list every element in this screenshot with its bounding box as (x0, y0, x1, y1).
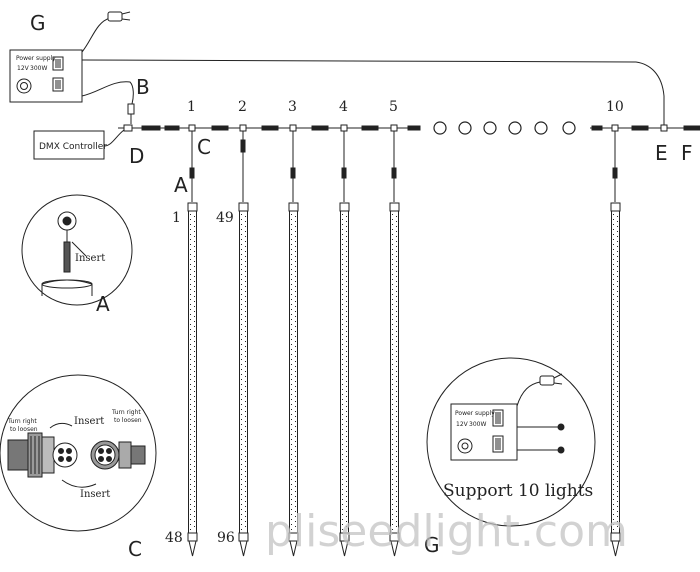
detail-a (21, 194, 133, 306)
detail-c-insert-top: Insert (74, 416, 104, 427)
continuation-dots (433, 121, 576, 135)
power-wire-to-e (81, 59, 665, 128)
detail-g-voltage: 12V (456, 421, 469, 428)
connector-b (127, 103, 135, 115)
label-g-top: G (30, 11, 46, 35)
label-g-detail: G (424, 533, 440, 557)
detail-g (426, 357, 596, 527)
power-supply-voltage: 12V (17, 65, 30, 72)
tube-number-4: 4 (339, 99, 348, 115)
label-f: F (681, 141, 693, 165)
led-tube-5 (389, 202, 400, 557)
power-supply-wattage: 300W (30, 65, 47, 72)
detail-c-turn-right-2: to loosen (114, 417, 142, 424)
detail-g-caption: Support 10 lights (443, 481, 593, 501)
led-tube-4 (339, 202, 350, 557)
power-cord-top (81, 17, 111, 53)
power-supply-title: Power supply (16, 55, 56, 62)
tube-number-10: 10 (606, 99, 624, 115)
power-wire-to-b (81, 81, 134, 105)
power-plug-top (107, 11, 131, 22)
main-bus (118, 124, 700, 132)
tube-number-2: 2 (238, 99, 247, 115)
label-c-top: C (197, 135, 211, 159)
detail-c-turn-left-2: to loosen (10, 426, 38, 433)
led-index-tube1-bottom: 48 (165, 530, 183, 546)
tube-number-3: 3 (288, 99, 297, 115)
label-d: D (129, 144, 144, 168)
power-supply-top: Power supply 12V 300W (9, 49, 83, 103)
label-b: B (136, 75, 150, 99)
led-index-tube1-top: 1 (172, 210, 181, 226)
label-a-top: A (174, 173, 188, 197)
detail-c (0, 374, 157, 532)
detail-a-insert-label: Insert (75, 253, 105, 264)
tube-number-5: 5 (389, 99, 398, 115)
detail-g-wattage: 300W (469, 421, 486, 428)
detail-c-turn-right-1: Turn right (111, 409, 141, 416)
watermark: pliseedlight.com (265, 506, 628, 557)
detail-c-turn-left-1: Turn right (7, 418, 37, 425)
dmx-controller: DMX Controller (33, 130, 107, 160)
led-index-tube2-bottom: 96 (217, 530, 235, 546)
led-tube-3 (288, 202, 299, 557)
label-e: E (655, 141, 668, 165)
led-tube-1 (187, 202, 198, 557)
tube-number-1: 1 (187, 99, 196, 115)
dmx-controller-label: DMX Controller (39, 142, 107, 152)
led-tube-10 (610, 202, 621, 557)
detail-c-insert-bottom: Insert (80, 489, 110, 500)
label-c-detail: C (128, 537, 142, 561)
detail-g-title: Power supply (455, 410, 495, 417)
led-tube-2 (238, 202, 249, 557)
tube-drops (188, 124, 668, 202)
led-index-tube2-top: 49 (216, 210, 234, 226)
dmx-cable (103, 129, 125, 147)
label-a-detail: A (96, 292, 110, 316)
